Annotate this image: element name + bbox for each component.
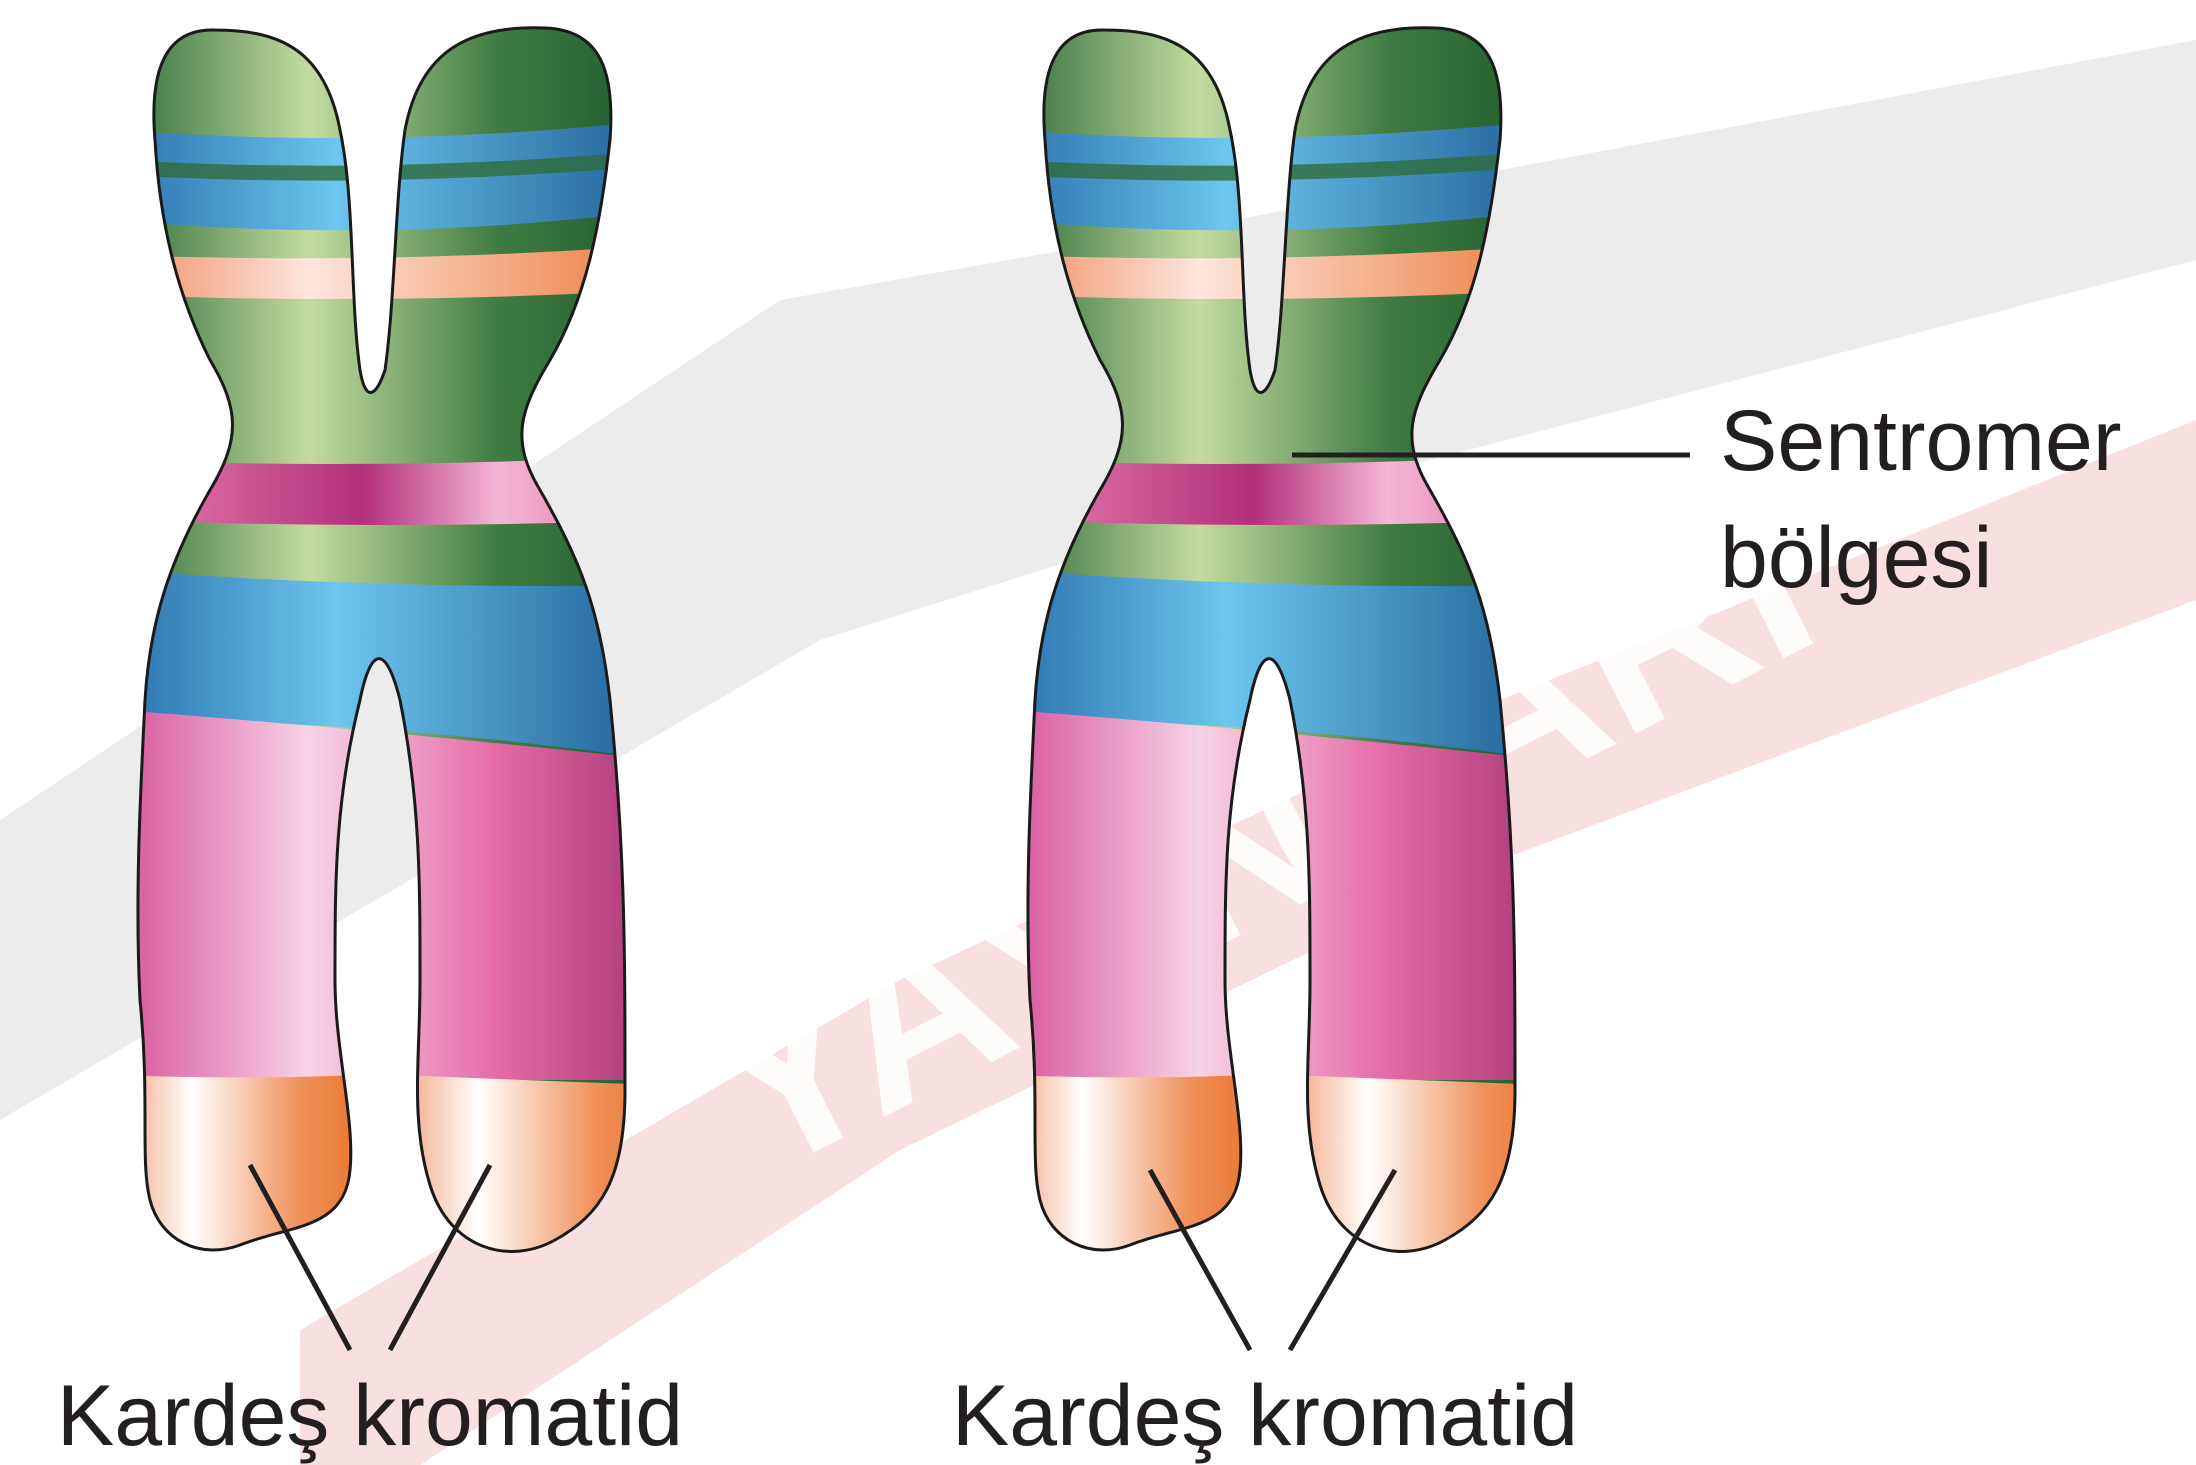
left-chromatid-label: Kardeş kromatid	[57, 1368, 683, 1464]
left-chromosome	[120, 0, 660, 1300]
right-chromatid-label: Kardeş kromatid	[952, 1368, 1578, 1464]
centromere-label-line1: Sentromer	[1720, 393, 2122, 489]
right-chromosome	[1010, 0, 1550, 1300]
centromere-label-line2: bölgesi	[1720, 510, 1993, 606]
